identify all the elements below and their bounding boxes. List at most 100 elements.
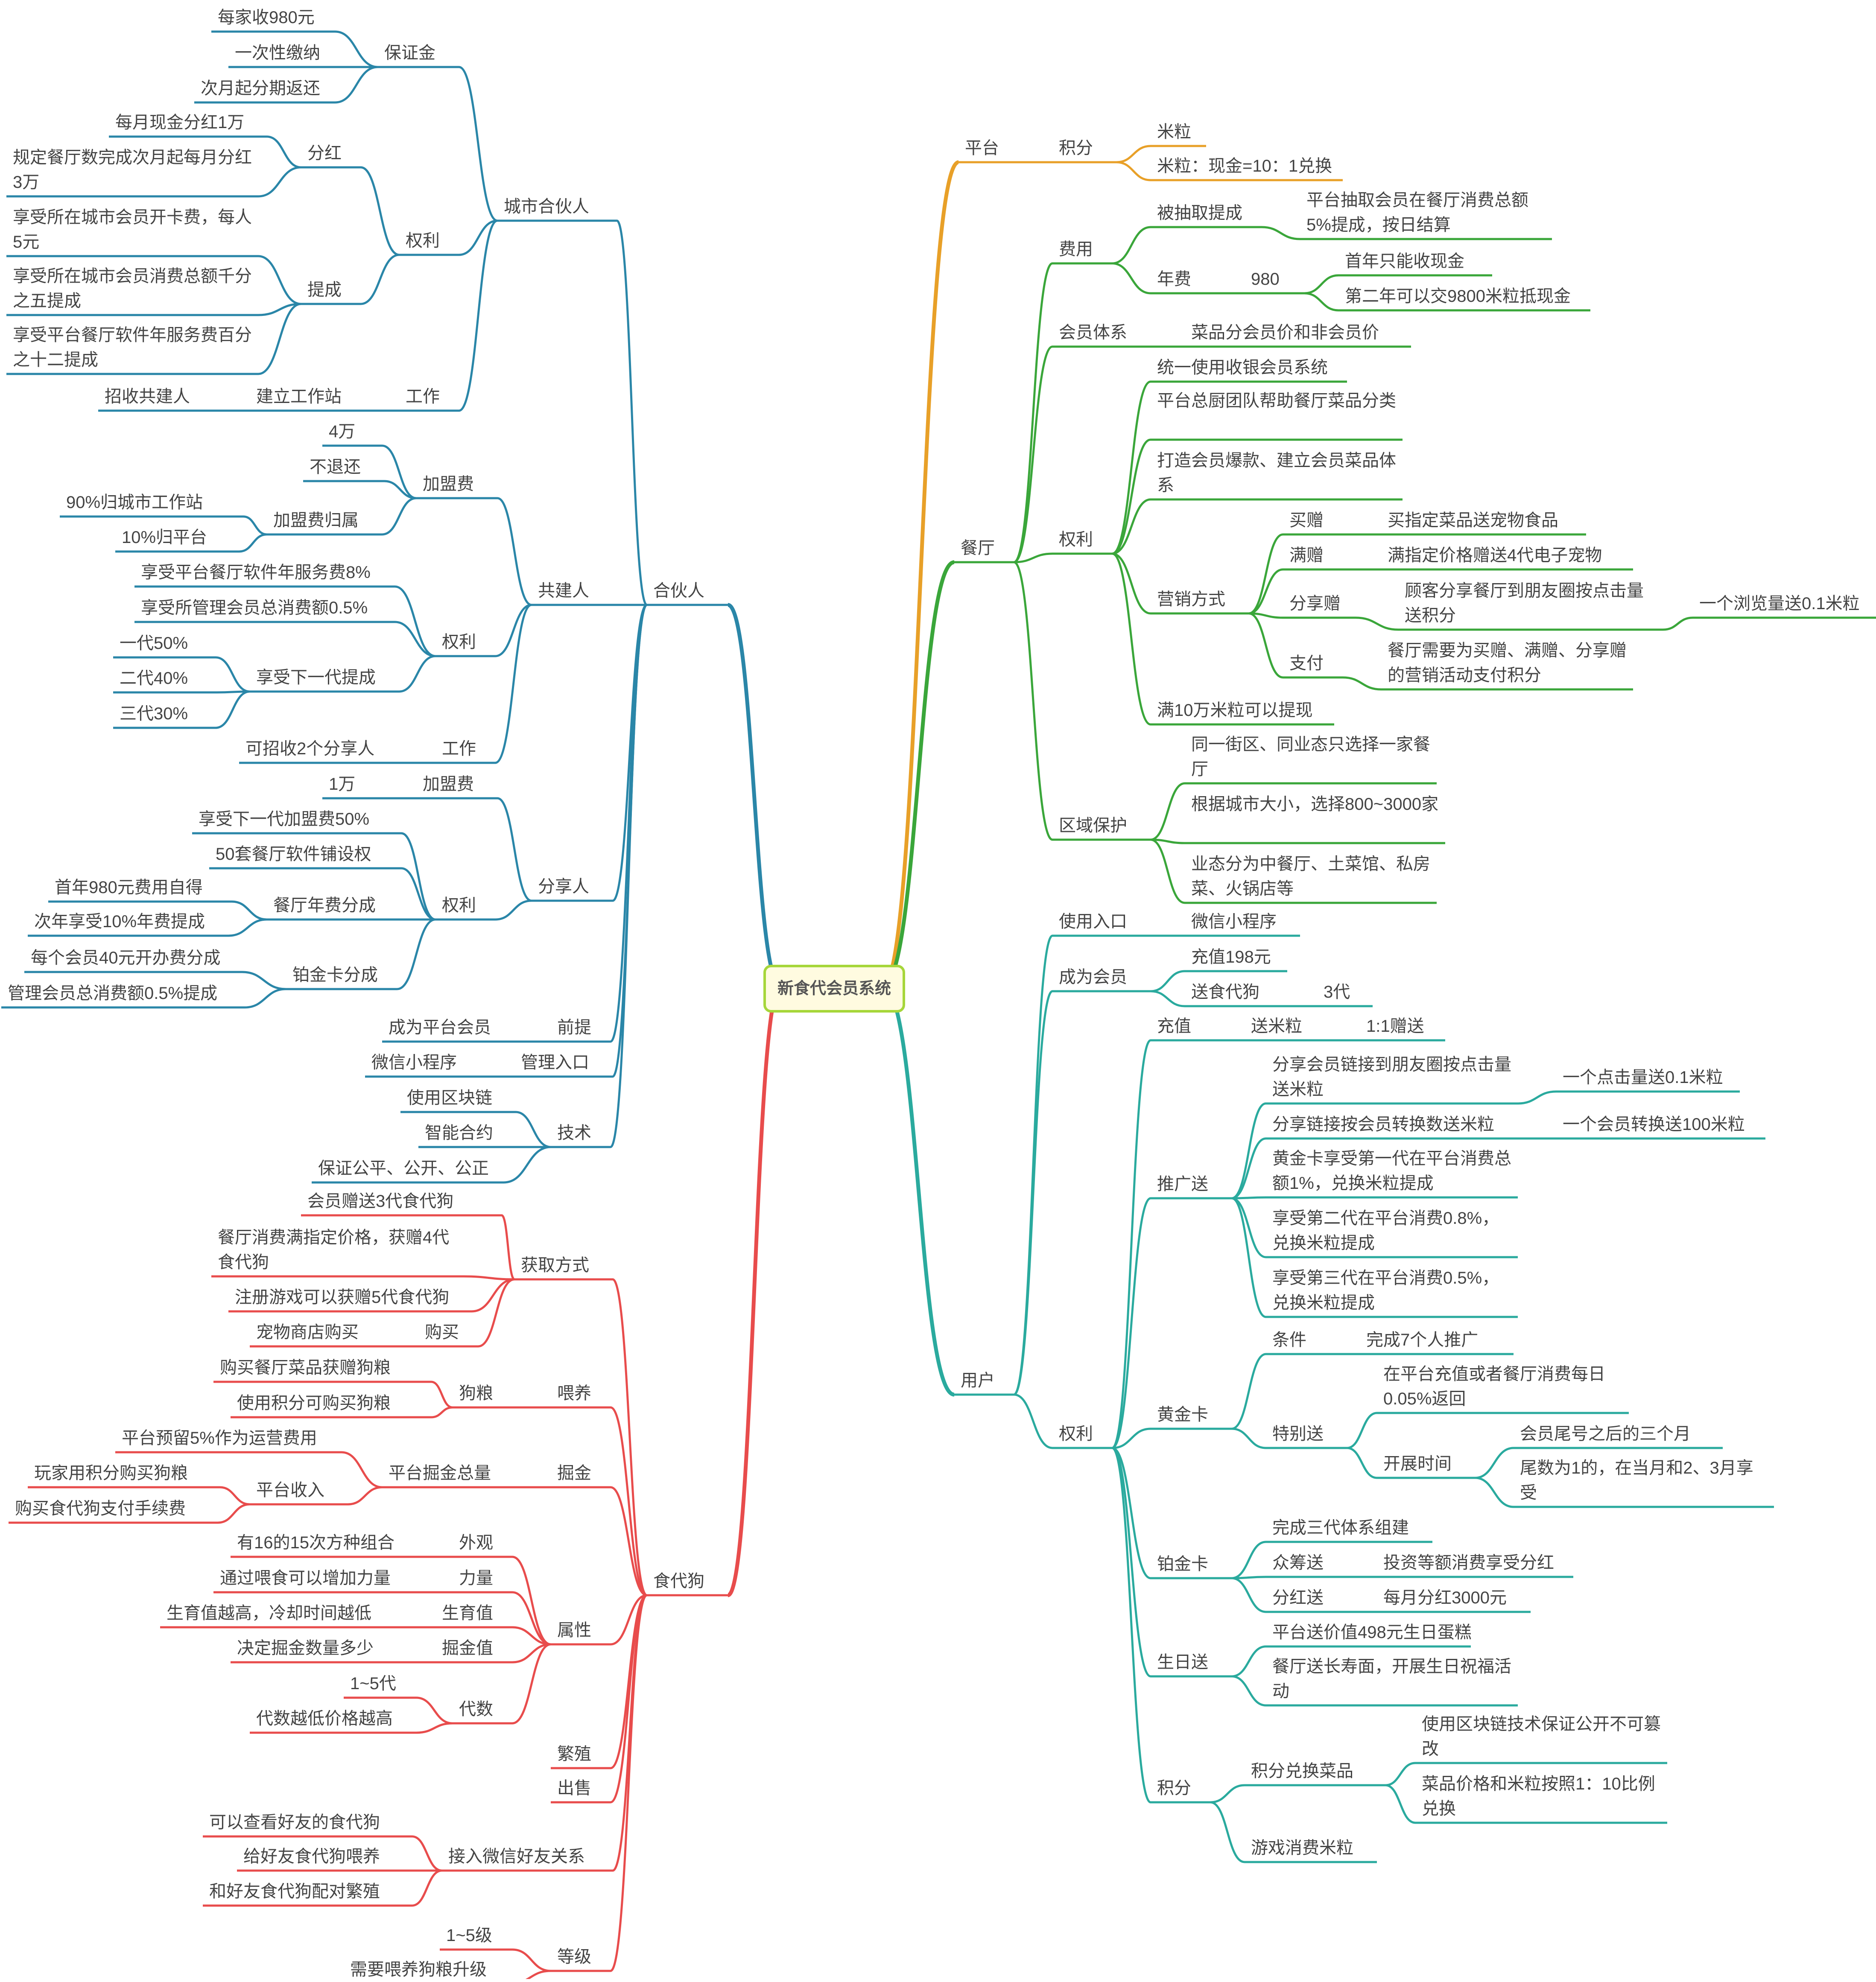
node-pt-bd-nx[interactable]: 享受下一代提成 bbox=[256, 668, 376, 687]
node-pt-bd-wa[interactable]: 可招收2个分享人 bbox=[245, 739, 375, 758]
root-topic[interactable]: 新食代会员系统 bbox=[763, 965, 905, 1013]
node-rs-sg-d[interactable]: 顾客分享餐厅到朋友圈按点击量送积分 bbox=[1405, 581, 1644, 625]
node-us-pt-c[interactable]: 众筹送 bbox=[1272, 1553, 1324, 1572]
node-pt-bn-b[interactable]: 规定餐厅数完成次月起每月分红3万 bbox=[13, 148, 252, 192]
node-pt-tc-c[interactable]: 保证公平、公开、公正 bbox=[318, 1159, 489, 1178]
node-pt[interactable]: 合伙人 bbox=[653, 581, 704, 600]
node-us-ch-a[interactable]: 送米粒 bbox=[1251, 1017, 1302, 1036]
node-rs-amt[interactable]: 980 bbox=[1251, 270, 1280, 289]
node-us-pt-cd[interactable]: 投资等额消费享受分红 bbox=[1383, 1553, 1554, 1572]
node-rs-y1[interactable]: 首年只能收现金 bbox=[1345, 252, 1464, 271]
node-dg-lv[interactable]: 等级 bbox=[557, 1947, 591, 1966]
node-pt-pm-v[interactable]: 成为平台会员 bbox=[389, 1018, 491, 1037]
node-us-pt-dd[interactable]: 每月分红3000元 bbox=[1383, 1588, 1507, 1607]
node-rs-ext-d[interactable]: 平台抽取会员在餐厅消费总额5%提成，按日结算 bbox=[1306, 191, 1528, 234]
node-pt-sh-an[interactable]: 餐厅年费分成 bbox=[273, 896, 376, 915]
node-dg-mn[interactable]: 掘金 bbox=[557, 1464, 591, 1483]
node-us-ch[interactable]: 充值 bbox=[1157, 1017, 1191, 1036]
node-pl-pts[interactable]: 积分 bbox=[1059, 139, 1093, 158]
node-dg-lk[interactable]: 外观 bbox=[459, 1533, 493, 1552]
node-us-en[interactable]: 使用入口 bbox=[1059, 912, 1127, 931]
node-pt-bd[interactable]: 共建人 bbox=[538, 581, 589, 600]
node-dg-buya[interactable]: 宠物商店购买 bbox=[256, 1323, 359, 1342]
node-dg-bv[interactable]: 生育值 bbox=[442, 1604, 493, 1623]
node-dg-mb[interactable]: 玩家用积分购买狗粮 bbox=[34, 1464, 188, 1483]
node-pt-bd-wk[interactable]: 工作 bbox=[442, 739, 476, 758]
node-rs-ann[interactable]: 年费 bbox=[1157, 270, 1191, 289]
node-pt-bd-g3[interactable]: 三代30% bbox=[120, 704, 188, 723]
node-dg-fa[interactable]: 购买餐厅菜品获赠狗粮 bbox=[220, 1358, 391, 1377]
node-pt-ct-dp[interactable]: 保证金 bbox=[384, 44, 435, 62]
node-pl-rate[interactable]: 米粒：现金=10：1兑换 bbox=[1157, 157, 1332, 175]
node-dg-fb[interactable]: 使用积分可购买狗粮 bbox=[237, 1394, 391, 1413]
node-pt-sh-fa[interactable]: 1万 bbox=[329, 775, 356, 794]
node-us-bd-a[interactable]: 平台送价值498元生日蛋糕 bbox=[1272, 1623, 1472, 1642]
node-pt-sh-a2[interactable]: 次年享受10%年费提成 bbox=[34, 912, 205, 931]
node-pl[interactable]: 平台 bbox=[965, 139, 999, 158]
node-pt-cm-c[interactable]: 享受平台餐厅软件年服务费百分之十二提成 bbox=[13, 326, 252, 369]
node-pt-dp-a[interactable]: 每家收980元 bbox=[218, 8, 315, 27]
node-dg-pwa[interactable]: 通过喂食可以增加力量 bbox=[220, 1569, 391, 1588]
node-pt-tc-a[interactable]: 使用区块链 bbox=[407, 1089, 492, 1107]
node-us-pr-a[interactable]: 分享会员链接到朋友圈按点击量送米粒 bbox=[1272, 1055, 1511, 1099]
node-rs-ext[interactable]: 被抽取提成 bbox=[1157, 204, 1242, 222]
node-dg-lka[interactable]: 有16的15次方种组合 bbox=[237, 1533, 394, 1552]
node-us-gd-t[interactable]: 开展时间 bbox=[1383, 1454, 1452, 1473]
node-dg-lva[interactable]: 1~5级 bbox=[446, 1926, 492, 1945]
node-pt-sh-rb[interactable]: 50套餐厅软件铺设权 bbox=[216, 845, 371, 864]
node-pt-bd-f2[interactable]: 不退还 bbox=[310, 458, 361, 476]
node-rs-fee[interactable]: 费用 bbox=[1059, 240, 1093, 259]
node-pt-cm[interactable]: 提成 bbox=[307, 280, 342, 299]
node-us-gd-sd[interactable]: 在平台充值或者餐厅消费每日0.05%返回 bbox=[1383, 1365, 1605, 1408]
node-dg-wb[interactable]: 给好友食代狗喂养 bbox=[243, 1847, 380, 1866]
node-pt-st[interactable]: 建立工作站 bbox=[256, 387, 342, 406]
node-pt-sh-p2[interactable]: 管理会员总消费额0.5%提成 bbox=[8, 984, 218, 1003]
node-pt-dp-b[interactable]: 一次性缴纳 bbox=[235, 44, 320, 62]
node-us-gd-cd[interactable]: 完成7个人推广 bbox=[1366, 1331, 1479, 1349]
node-rs-hit[interactable]: 打造会员爆款、建立会员菜品体系 bbox=[1157, 451, 1396, 495]
node-dg-wa[interactable]: 可以查看好友的食代狗 bbox=[209, 1813, 380, 1832]
node-dg-wc[interactable]: 和好友食代狗配对繁殖 bbox=[209, 1882, 380, 1901]
node-pt-cm-a[interactable]: 享受所在城市会员开卡费，每人5元 bbox=[13, 208, 252, 251]
node-rs-fg[interactable]: 满赠 bbox=[1289, 546, 1324, 565]
node-pt-dp-c[interactable]: 次月起分期返还 bbox=[201, 79, 320, 98]
node-pt-sh-ra[interactable]: 享受下一代加盟费50% bbox=[199, 810, 370, 829]
node-dg-ma[interactable]: 平台预留5%作为运营费用 bbox=[122, 1429, 317, 1448]
node-us-pr-c[interactable]: 黄金卡享受第一代在平台消费总额1%，兑换米粒提成 bbox=[1272, 1149, 1511, 1193]
node-dg-mt[interactable]: 平台掘金总量 bbox=[389, 1464, 491, 1483]
node-pt-tc[interactable]: 技术 bbox=[557, 1124, 591, 1142]
node-dg-get[interactable]: 获取方式 bbox=[521, 1256, 589, 1275]
node-dg-wx[interactable]: 接入微信好友关系 bbox=[448, 1847, 585, 1866]
node-pt-bn[interactable]: 分红 bbox=[307, 144, 342, 163]
node-pt-tc-b[interactable]: 智能合约 bbox=[425, 1124, 493, 1142]
node-pt-cm-b[interactable]: 享受所在城市会员消费总额千分之五提成 bbox=[13, 267, 252, 310]
node-dg-fd[interactable]: 喂养 bbox=[557, 1384, 591, 1403]
node-pt-ct-rt[interactable]: 权利 bbox=[406, 231, 440, 250]
node-us-mb[interactable]: 成为会员 bbox=[1059, 968, 1127, 987]
node-us-pr-ar[interactable]: 一个点击量送0.1米粒 bbox=[1563, 1068, 1723, 1087]
node-dg-gn[interactable]: 代数 bbox=[459, 1700, 493, 1719]
node-us-mb-a[interactable]: 充值198元 bbox=[1191, 948, 1271, 966]
node-dg[interactable]: 食代狗 bbox=[653, 1572, 704, 1591]
node-rs-pay[interactable]: 支付 bbox=[1289, 654, 1324, 673]
node-pt-sh-rt[interactable]: 权利 bbox=[442, 896, 476, 915]
node-rs-ms-d[interactable]: 菜品分会员价和非会员价 bbox=[1191, 323, 1379, 342]
node-rs-zn[interactable]: 区域保护 bbox=[1059, 816, 1127, 835]
node-dg-inc[interactable]: 平台收入 bbox=[256, 1481, 324, 1500]
node-rs-fg-d[interactable]: 满指定价格赠送4代电子宠物 bbox=[1388, 546, 1602, 565]
node-rs-chef[interactable]: 平台总厨团队帮助餐厅菜品分类 bbox=[1157, 391, 1396, 410]
node-pt-bd-g2[interactable]: 二代40% bbox=[120, 669, 188, 688]
node-dg-at[interactable]: 属性 bbox=[557, 1621, 591, 1640]
node-rs-ms[interactable]: 会员体系 bbox=[1059, 323, 1127, 342]
node-pt-sh[interactable]: 分享人 bbox=[538, 877, 589, 896]
node-us-pn-b[interactable]: 菜品价格和米粒按照1：10比例兑换 bbox=[1422, 1775, 1655, 1818]
node-us-pn-g[interactable]: 游戏消费米粒 bbox=[1251, 1839, 1353, 1857]
node-pt-bd-ra[interactable]: 享受平台餐厅软件年服务费8% bbox=[141, 563, 371, 582]
node-rs-bg-d[interactable]: 买指定菜品送宠物食品 bbox=[1388, 511, 1558, 530]
node-dg-gb[interactable]: 餐厅消费满指定价格，获赠4代食代狗 bbox=[218, 1228, 450, 1272]
node-pt-bd-g1[interactable]: 一代50% bbox=[120, 634, 188, 653]
node-dg-ga[interactable]: 会员赠送3代食代狗 bbox=[307, 1192, 454, 1211]
node-us-pt[interactable]: 铂金卡 bbox=[1157, 1555, 1208, 1573]
node-us-gd[interactable]: 黄金卡 bbox=[1157, 1405, 1208, 1424]
node-pt-ct-wk[interactable]: 工作 bbox=[406, 387, 440, 406]
